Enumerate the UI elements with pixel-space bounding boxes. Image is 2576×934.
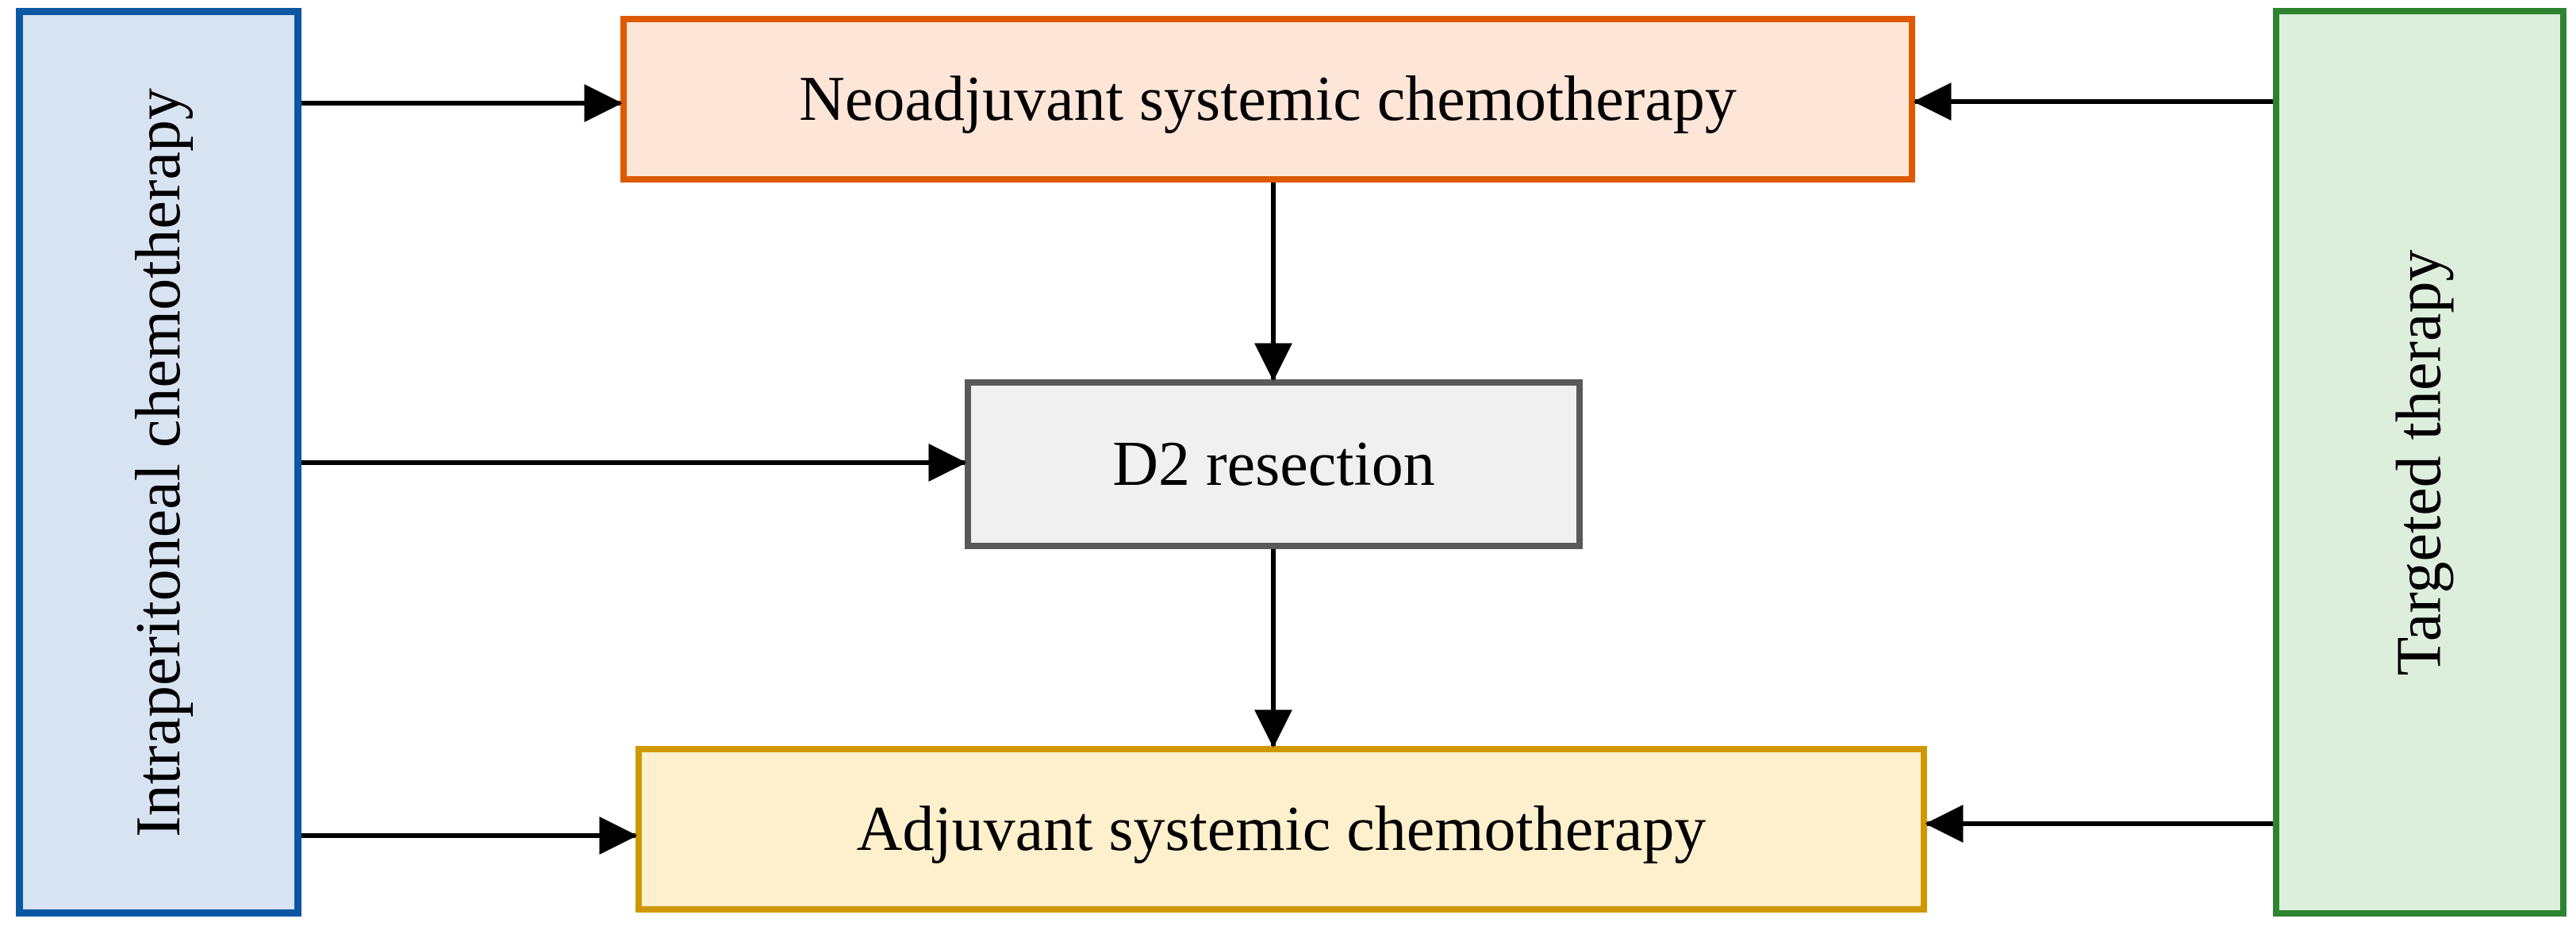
node-targeted-therapy: Targeted therapy (2273, 8, 2566, 917)
node-adjuvant-systemic-chemotherapy: Adjuvant systemic chemotherapy (635, 746, 1927, 913)
node-label-adjuvant: Adjuvant systemic chemotherapy (856, 794, 1706, 864)
node-label-neoadjuvant: Neoadjuvant systemic chemotherapy (799, 64, 1737, 134)
node-label-targeted: Targeted therapy (2385, 248, 2455, 676)
node-intraperitoneal-chemotherapy: Intraperitoneal chemotherapy (16, 8, 301, 917)
node-neoadjuvant-systemic-chemotherapy: Neoadjuvant systemic chemotherapy (620, 16, 1915, 183)
node-label-intraperitoneal: Intraperitoneal chemotherapy (124, 87, 194, 837)
node-label-d2-resection: D2 resection (1112, 429, 1435, 499)
node-d2-resection: D2 resection (965, 379, 1583, 549)
